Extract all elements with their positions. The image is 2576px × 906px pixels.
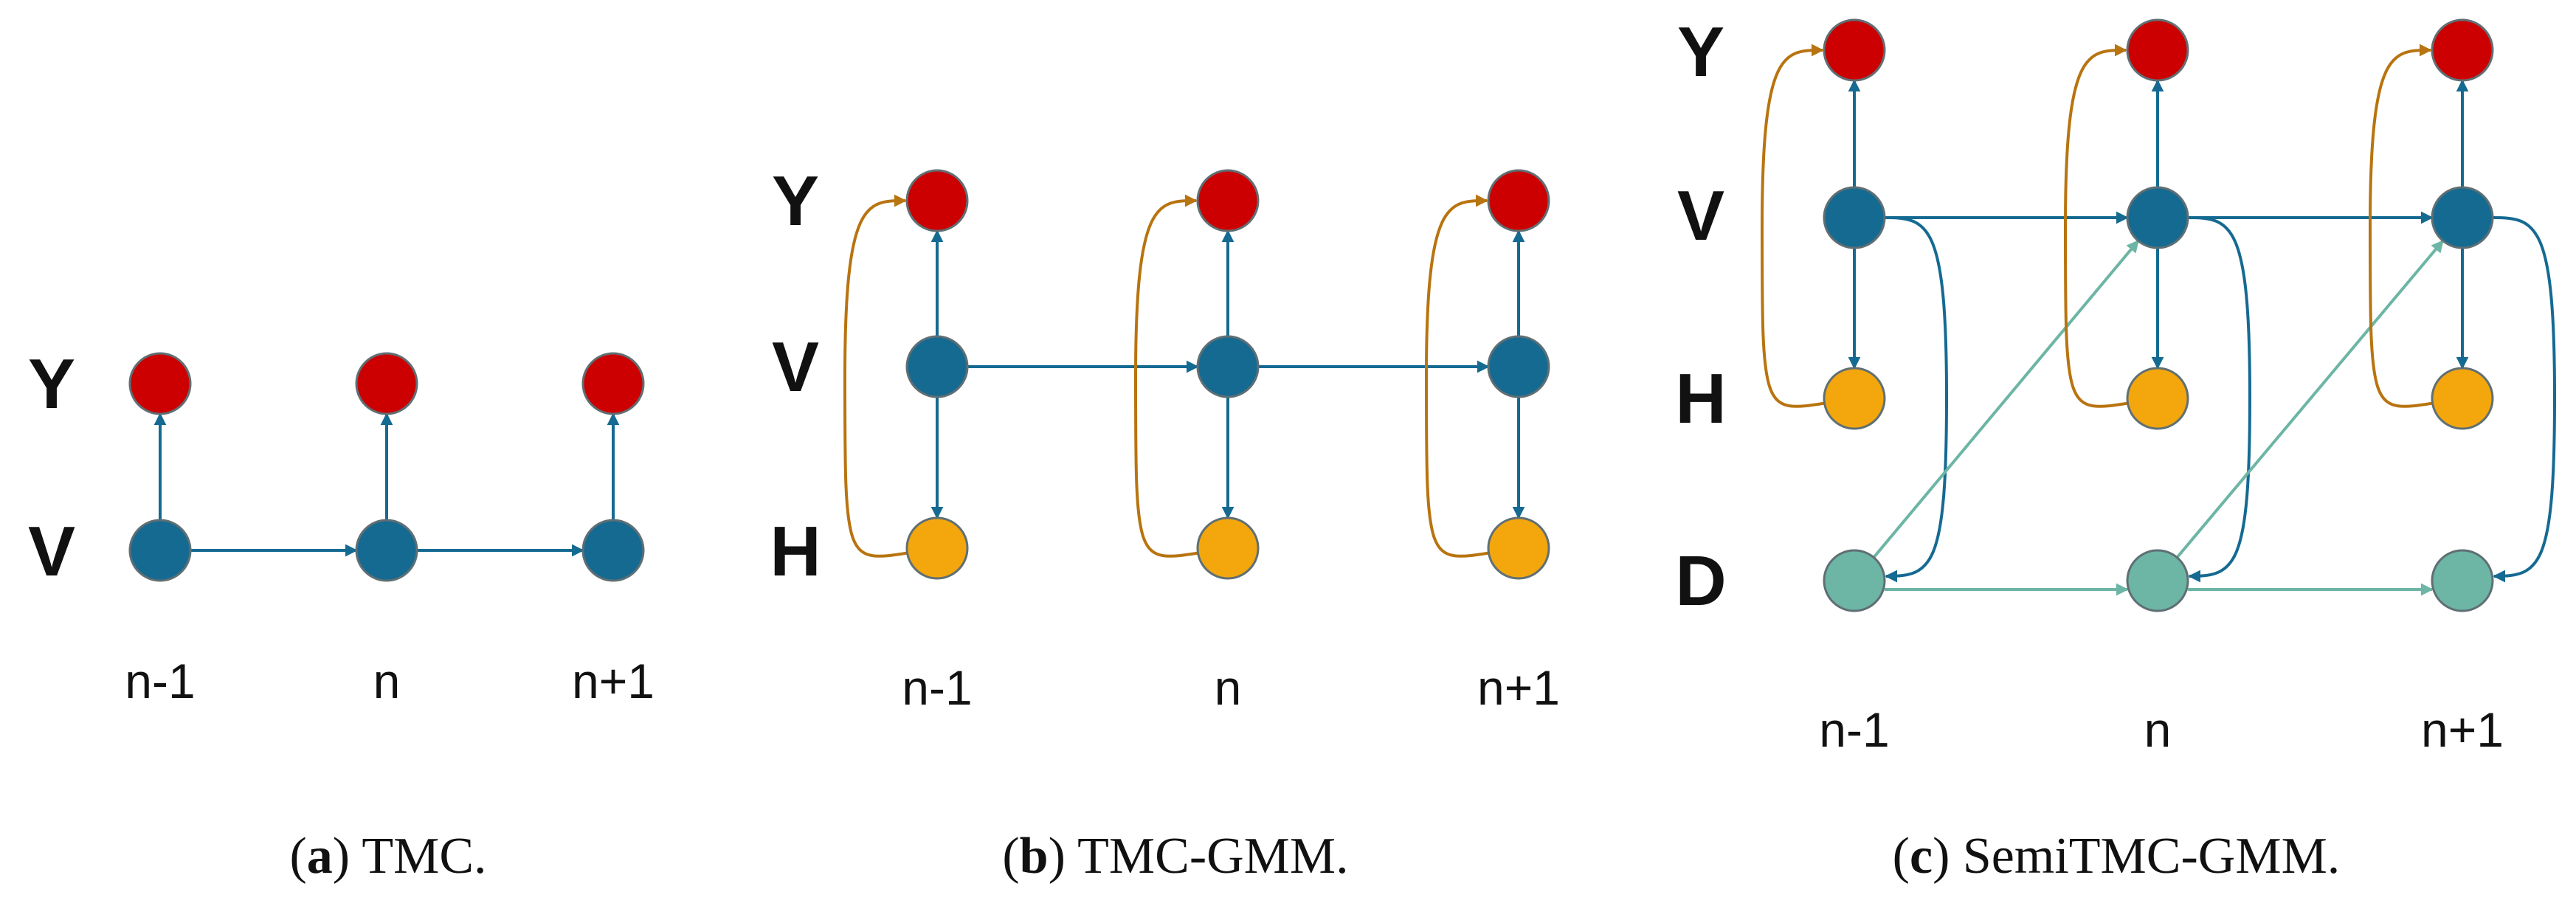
node-c-v-n-minus-1: [1823, 186, 1886, 249]
row-label-v: V: [772, 328, 819, 407]
edges-layer: [153, 44, 2557, 596]
edge-b-h-to-y-n-minus-1: [843, 194, 911, 558]
node-c-d-n-plus-1: [2431, 549, 2494, 612]
time-label-n-minus-1: n-1: [125, 654, 195, 708]
caption-b-text: TMC-GMM.: [1066, 828, 1349, 885]
edge-c-v-to-d-n: [2187, 216, 2252, 583]
time-label-n-plus-1: n+1: [1477, 660, 1560, 715]
edge-c-d-to-v-n-minus-1: [1872, 240, 2140, 559]
node-b-h-n-plus-1: [1487, 516, 1550, 580]
row-label-h: H: [1675, 359, 1726, 438]
node-c-y-n-plus-1: [2431, 18, 2494, 82]
time-label-n: n: [1215, 660, 1242, 715]
row-label-v: V: [28, 512, 75, 591]
node-c-y-n: [2126, 18, 2189, 82]
node-a-v-n-minus-1: [128, 519, 192, 582]
caption-c: (c) SemiTMC-GMM.: [1893, 828, 2341, 885]
caption-b: (b) TMC-GMM.: [1002, 828, 1348, 885]
node-c-h-n-minus-1: [1823, 367, 1886, 430]
edge-c-h-to-y-n: [2063, 44, 2131, 408]
node-a-y-n-minus-1: [128, 352, 192, 415]
panel-a: Y V n-1 n n+1 (a) TMC.: [28, 345, 655, 885]
time-label-n-plus-1: n+1: [2421, 702, 2504, 757]
node-a-v-n: [355, 519, 418, 582]
edge-c-h-to-y-n-minus-1: [1760, 44, 1828, 408]
node-b-v-n-plus-1: [1487, 335, 1550, 398]
node-c-h-n: [2126, 367, 2189, 430]
edge-c-v-to-d-n-plus-1: [2492, 216, 2557, 583]
row-label-h: H: [770, 512, 821, 591]
edge-c-d-to-v-n: [2175, 240, 2445, 559]
node-c-d-n-minus-1: [1823, 549, 1886, 612]
node-b-h-n: [1196, 516, 1260, 580]
time-label-n-plus-1: n+1: [572, 654, 655, 708]
panel-b: Y V H n-1 n n+1 (b) TMC-GMM.: [770, 162, 1560, 885]
caption-a-letter: a: [307, 828, 333, 885]
node-c-y-n-minus-1: [1823, 18, 1886, 82]
caption-c-text: SemiTMC-GMM.: [1950, 828, 2340, 885]
node-c-d-n: [2126, 549, 2189, 612]
edge-b-h-to-y-n: [1133, 194, 1201, 558]
node-b-h-n-minus-1: [905, 516, 969, 580]
node-a-y-n-plus-1: [581, 352, 645, 415]
time-label-n-minus-1: n-1: [1819, 702, 1889, 757]
row-label-v: V: [1677, 176, 1724, 255]
nodes-layer: [128, 18, 2494, 612]
node-b-v-n: [1196, 335, 1260, 398]
node-a-y-n: [355, 352, 418, 415]
node-c-h-n-plus-1: [2431, 367, 2494, 430]
edge-b-h-to-y-n-plus-1: [1424, 194, 1492, 558]
caption-a-text: TMC.: [350, 828, 486, 885]
node-b-v-n-minus-1: [905, 335, 969, 398]
row-label-y: Y: [28, 345, 75, 423]
caption-c-letter: c: [1910, 828, 1933, 885]
row-label-d: D: [1675, 542, 1726, 620]
time-label-n: n: [2144, 702, 2172, 757]
node-c-v-n-plus-1: [2431, 186, 2494, 249]
time-label-n: n: [373, 654, 401, 708]
caption-a: (a) TMC.: [289, 828, 486, 885]
time-label-n-minus-1: n-1: [902, 660, 972, 715]
node-a-v-n-plus-1: [581, 519, 645, 582]
row-label-y: Y: [772, 162, 819, 241]
panel-c: Y V H D n-1 n n+1 (c) SemiTMC-GMM.: [1675, 13, 2504, 885]
node-b-y-n: [1196, 169, 1260, 232]
node-c-v-n: [2126, 186, 2189, 249]
edge-c-h-to-y-n-plus-1: [2368, 44, 2436, 408]
edge-c-v-to-d-n-minus-1: [1884, 216, 1949, 583]
caption-b-letter: b: [1020, 828, 1049, 885]
row-label-y: Y: [1677, 13, 1724, 91]
node-b-y-n-plus-1: [1487, 169, 1550, 232]
node-b-y-n-minus-1: [905, 169, 969, 232]
